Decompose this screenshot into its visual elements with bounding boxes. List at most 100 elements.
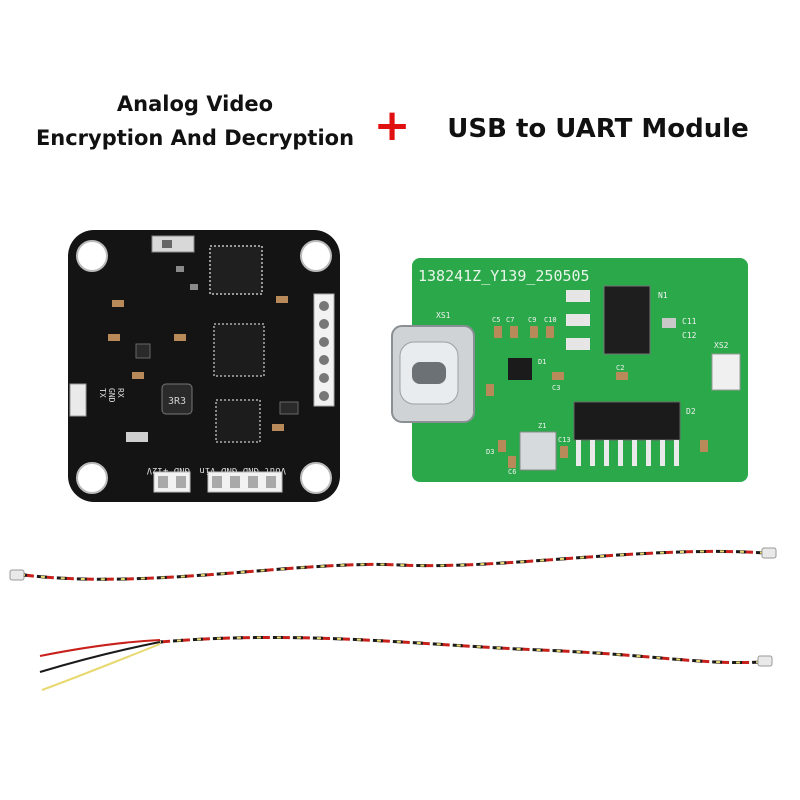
ic-pin [576, 440, 581, 466]
wire-yellow [159, 636, 763, 664]
mount-hole-icon [300, 240, 332, 272]
pad-icon [176, 476, 186, 488]
power-labels: GND +12V [146, 465, 190, 475]
ic-pin [632, 440, 637, 466]
wire-red [159, 635, 763, 665]
designator-z1: Z1 [538, 422, 546, 430]
ic-pin [674, 440, 679, 466]
designator-d2: D2 [686, 407, 696, 416]
designator-c7: C7 [506, 316, 514, 324]
slide-switch [151, 235, 195, 253]
wire-black-loose [39, 641, 161, 673]
regulator-pad [566, 290, 590, 302]
wire-black [159, 635, 763, 665]
plus-sign: + [373, 100, 411, 151]
pin-icon [319, 355, 329, 365]
designator-c13: C13 [558, 436, 571, 444]
mount-hole-icon [300, 462, 332, 494]
ic-pin [646, 440, 651, 466]
cable-upper [9, 547, 777, 581]
smd-capacitor [510, 326, 518, 338]
pad-icon [266, 476, 276, 488]
smd-ic [135, 343, 151, 359]
smd-capacitor [276, 296, 288, 303]
designator-xs1: XS1 [436, 311, 451, 320]
smd-capacitor [108, 334, 120, 341]
smd-resistor [176, 266, 184, 272]
smd-capacitor [132, 372, 144, 379]
designator-xs2: XS2 [714, 341, 729, 350]
smd-capacitor [546, 326, 554, 338]
wire-yellow [23, 550, 766, 581]
designator-c12: C12 [682, 331, 697, 340]
smd-capacitor [530, 326, 538, 338]
smd-capacitor [494, 326, 502, 338]
inductor [161, 383, 193, 415]
usb-c-tongue [412, 362, 446, 384]
smd-capacitor [560, 446, 568, 458]
designator-c11: C11 [682, 317, 697, 326]
wire-red-loose [39, 639, 161, 657]
smd-capacitor [174, 334, 186, 341]
uart-label-gnd: GND [107, 388, 116, 403]
left-product-caption: Analog Video Encryption And Decryption [20, 88, 370, 155]
designator-c6: C6 [508, 468, 516, 476]
ic-pin [590, 440, 595, 466]
usb-uart-board: 138241Z_Y139_250505 [391, 258, 748, 482]
designator-c5: C5 [492, 316, 500, 324]
wire-yellow-loose [41, 643, 161, 691]
designator-d1: D1 [538, 358, 546, 366]
pin-icon [319, 337, 329, 347]
uart-bridge-ic [573, 401, 681, 441]
crystal [519, 431, 557, 471]
regulator-pad [566, 338, 590, 350]
ic-chip-center [213, 323, 265, 377]
ic-pin [618, 440, 623, 466]
ic-chip-bottom [215, 399, 261, 443]
smd-capacitor [112, 300, 124, 307]
uart-label-tx: TX [98, 388, 107, 398]
video-labels: Vout GND GND Vin [199, 465, 286, 475]
board-serial: 138241Z_Y139_250505 [418, 267, 590, 285]
video-pads [207, 471, 283, 493]
smd-capacitor [662, 318, 676, 328]
pad-icon [212, 476, 222, 488]
smd-ic [279, 401, 299, 415]
mount-hole-icon [76, 462, 108, 494]
smd-capacitor [508, 456, 516, 468]
designator-c3: C3 [552, 384, 560, 392]
designator-n1: N1 [658, 291, 668, 300]
jst-connector [9, 569, 25, 581]
switch-knob [162, 240, 172, 248]
uart-label-rx: RX [116, 388, 125, 398]
smd-resistor [190, 284, 198, 290]
voltage-regulator [603, 285, 651, 355]
pin-icon [319, 373, 329, 383]
encryption-board: 3R3 TX GND RX GND +12V Vout GND GND Vin [68, 230, 340, 502]
smd-capacitor [700, 440, 708, 452]
pin-icon [319, 391, 329, 401]
designator-c2: C2 [616, 364, 624, 372]
smd-capacitor [552, 372, 564, 380]
smd-resistor [126, 432, 148, 442]
smd-resistor [486, 384, 494, 396]
smd-capacitor [616, 372, 628, 380]
wire-red [23, 549, 766, 581]
cable-lower [39, 635, 773, 691]
inductor-mark: 3R3 [168, 396, 186, 407]
pin-icon [319, 319, 329, 329]
right-product-caption: USB to UART Module [447, 114, 749, 144]
smd-capacitor [272, 424, 284, 431]
designator-c10: C10 [544, 316, 557, 324]
pad-icon [158, 476, 168, 488]
ic-pin [604, 440, 609, 466]
regulator-pad [566, 314, 590, 326]
smd-capacitor [498, 440, 506, 452]
jst-connector [757, 655, 773, 667]
pad-icon [248, 476, 258, 488]
wire-black [23, 549, 766, 581]
caption-analog-video: Analog Video [116, 92, 274, 116]
smd-transistor [508, 358, 532, 380]
uart-header-xs2 [711, 353, 741, 391]
